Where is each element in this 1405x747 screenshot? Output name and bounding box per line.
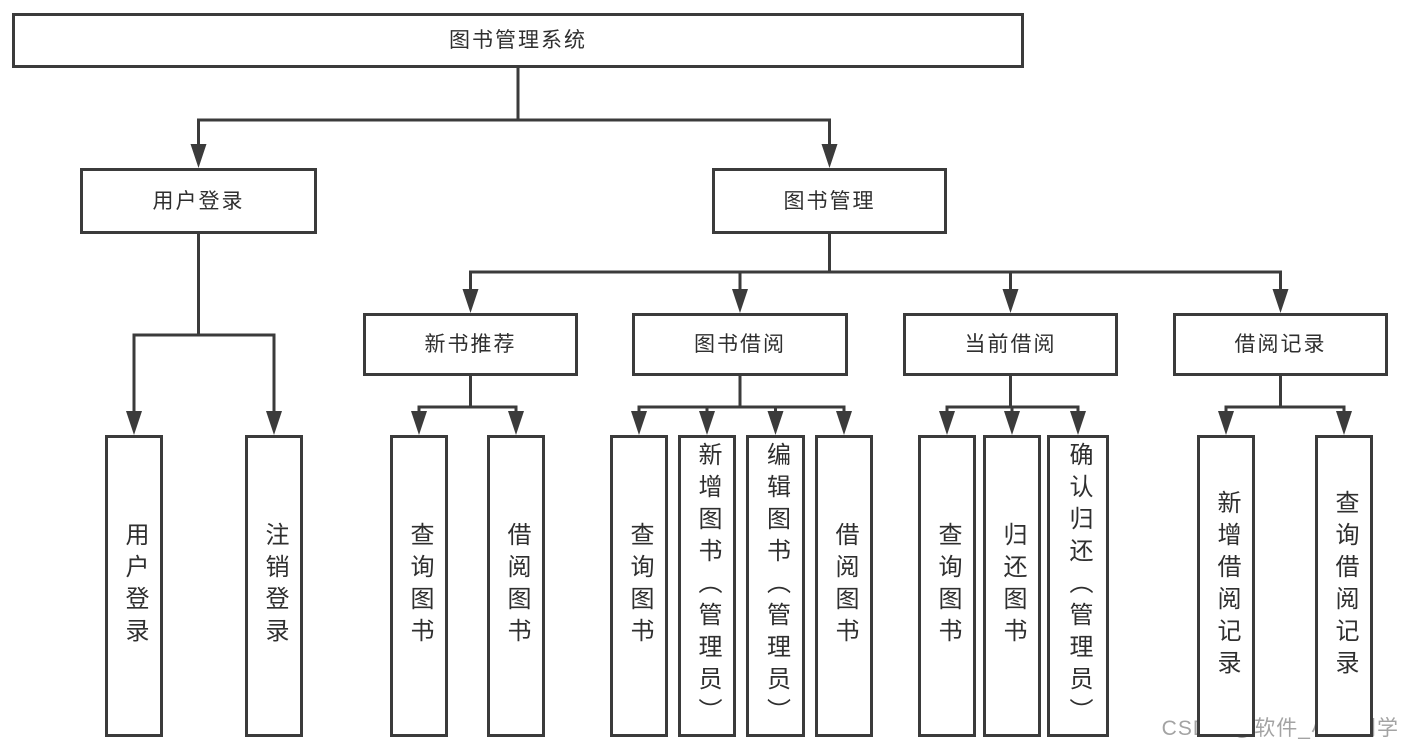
arrowhead-icon — [411, 411, 427, 435]
node-new-book-rec: 新书推荐 — [363, 313, 578, 376]
arrowhead-icon — [508, 411, 524, 435]
arrowhead-icon — [1004, 411, 1020, 435]
arrowhead-icon — [1002, 289, 1019, 313]
arrowhead-icon — [1218, 411, 1234, 435]
node-borrow-records: 借阅记录 — [1173, 313, 1388, 376]
arrowhead-icon — [821, 144, 838, 168]
node-leaf-query-book-2: 查询图书 — [610, 435, 668, 737]
arrowhead-icon — [462, 289, 479, 313]
node-leaf-borrow-book-1: 借阅图书 — [487, 435, 545, 737]
node-root: 图书管理系统 — [12, 13, 1024, 68]
node-current-borrow: 当前借阅 — [903, 313, 1118, 376]
arrowhead-icon — [190, 144, 207, 168]
node-leaf-add-record: 新增借阅记录 — [1197, 435, 1255, 737]
node-leaf-edit-book: 编辑图书（管理员） — [746, 435, 805, 737]
node-leaf-borrow-book-2: 借阅图书 — [815, 435, 873, 737]
node-book-borrow: 图书借阅 — [632, 313, 848, 376]
node-leaf-query-book-3: 查询图书 — [918, 435, 976, 737]
arrowhead-icon — [732, 289, 748, 313]
node-leaf-query-book-1: 查询图书 — [390, 435, 448, 737]
node-leaf-query-record: 查询借阅记录 — [1315, 435, 1373, 737]
node-leaf-add-book: 新增图书（管理员） — [678, 435, 736, 737]
arrowhead-icon — [1272, 289, 1289, 313]
arrowhead-icon — [126, 411, 142, 435]
node-leaf-confirm-return: 确认归还（管理员） — [1047, 435, 1109, 737]
arrowhead-icon — [631, 411, 647, 435]
node-leaf-return-book: 归还图书 — [983, 435, 1041, 737]
arrowhead-icon — [767, 411, 784, 435]
arrowhead-icon — [1070, 411, 1086, 435]
node-book-mgmt: 图书管理 — [712, 168, 947, 234]
node-leaf-user-login: 用户登录 — [105, 435, 163, 737]
arrowhead-icon — [699, 411, 715, 435]
node-leaf-logout: 注销登录 — [245, 435, 303, 737]
node-user-login: 用户登录 — [80, 168, 317, 234]
arrowhead-icon — [1336, 411, 1352, 435]
arrowhead-icon — [939, 411, 955, 435]
arrowhead-icon — [836, 411, 852, 435]
arrowhead-icon — [266, 411, 282, 435]
